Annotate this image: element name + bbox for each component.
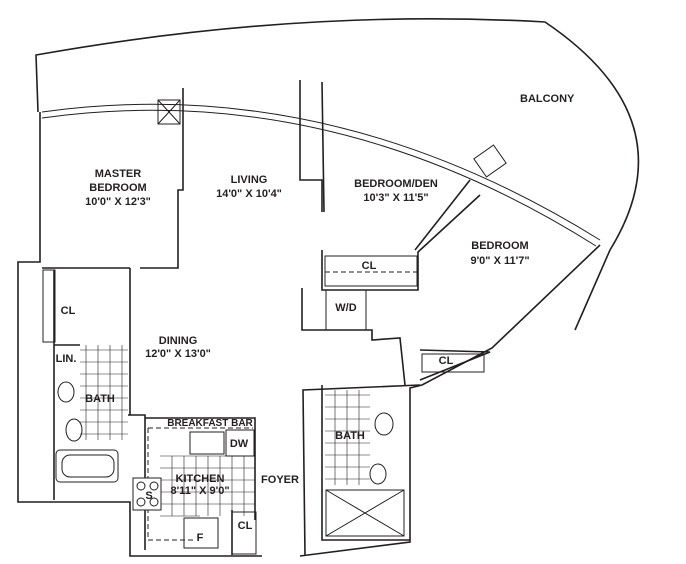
closets [42, 255, 485, 555]
master-bedroom-label: MASTER [95, 168, 142, 180]
master-bath-label: BATH [85, 393, 115, 405]
balcony [35, 17, 640, 331]
bedroom-den-size: 10'3" X 11'5" [363, 192, 428, 204]
breakfast-bar-label: BREAKFAST BAR [167, 418, 253, 429]
washer-dryer [325, 289, 367, 331]
den-closet-label: CL [362, 260, 377, 272]
unit-walls [17, 80, 601, 557]
master-bedroom-label-2: BEDROOM [89, 182, 146, 194]
bedroom-size: 9'0" X 11'7" [470, 255, 529, 267]
kitchen-layout [132, 427, 255, 549]
bedroom-closet-label: CL [439, 355, 454, 367]
stove-label: S [145, 490, 152, 502]
balcony-label: BALCONY [520, 93, 575, 105]
bedroom-label: BEDROOM [471, 240, 528, 252]
linen-label: LIN. [56, 353, 77, 365]
dining-size: 12'0" X 13'0" [145, 348, 211, 360]
fridge-label: F [197, 532, 204, 544]
dining-label: DINING [159, 335, 198, 347]
dishwasher-label: DW [230, 438, 249, 450]
kitchen-label: KITCHEN [176, 473, 225, 485]
bedroom-den-label: BEDROOM/DEN [354, 178, 438, 190]
master-closet-label: CL [61, 305, 76, 317]
washer-dryer-label: W/D [335, 302, 356, 314]
mechanical-units [157, 99, 507, 178]
second-bath-floor [325, 390, 405, 537]
living-size: 14'0" X 10'4" [216, 188, 282, 200]
foyer-closet-label: CL [238, 520, 253, 532]
master-bath-floor [55, 345, 128, 483]
second-bath-label: BATH [335, 430, 365, 442]
kitchen-size: 8'11" X 9'0" [170, 485, 229, 497]
master-bedroom-size: 10'0" X 12'3" [85, 196, 151, 208]
foyer-label: FOYER [261, 474, 299, 486]
living-label: LIVING [231, 174, 268, 186]
